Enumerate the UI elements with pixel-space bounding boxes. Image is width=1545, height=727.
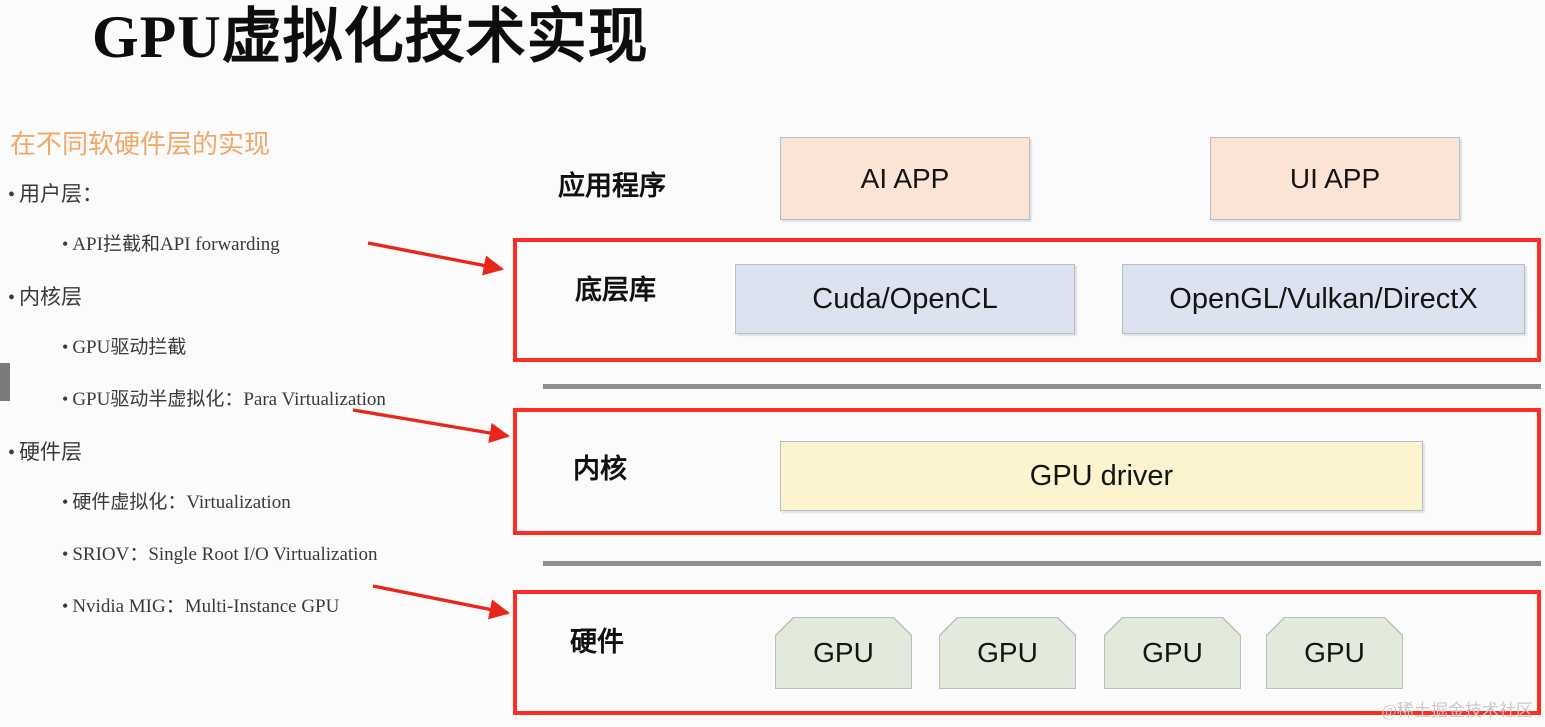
node-gpu-1[interactable]: GPU bbox=[776, 618, 911, 688]
node-gpu-driver[interactable]: GPU driver bbox=[780, 441, 1423, 511]
section-subtitle: 在不同软硬件层的实现 bbox=[10, 130, 271, 159]
row-label-library: 底层库 bbox=[575, 275, 656, 305]
node-gpu-4[interactable]: GPU bbox=[1267, 618, 1402, 688]
list-item: GPU驱动半虚拟化：Para Virtualization bbox=[62, 384, 392, 415]
page-title: GPU虚拟化技术实现 bbox=[92, 4, 649, 70]
node-ai-app[interactable]: AI APP bbox=[780, 137, 1030, 220]
node-ui-app[interactable]: UI APP bbox=[1210, 137, 1460, 220]
list-item: 用户层： bbox=[8, 178, 480, 208]
node-gpu-2[interactable]: GPU bbox=[940, 618, 1075, 688]
row-label-hardware: 硬件 bbox=[570, 627, 624, 657]
arrow-api-to-library-icon bbox=[367, 241, 505, 276]
list-item: 硬件虚拟化：Virtualization bbox=[62, 487, 392, 518]
arrow-driver-to-kernel-icon bbox=[352, 408, 511, 444]
scrollbar-thumb[interactable] bbox=[0, 363, 10, 401]
list-item: API拦截和API forwarding bbox=[62, 229, 392, 260]
layer-divider bbox=[543, 384, 1541, 389]
arrow-sriov-to-hardware-icon bbox=[372, 584, 511, 620]
highlight-region-hardware bbox=[513, 590, 1541, 715]
list-item: Nvidia MIG：Multi-Instance GPU bbox=[62, 591, 392, 622]
node-opengl-vulkan-directx[interactable]: OpenGL/Vulkan/DirectX bbox=[1122, 264, 1525, 334]
list-item: GPU驱动拦截 bbox=[62, 332, 392, 363]
node-gpu-4-frame: GPU bbox=[1266, 617, 1403, 689]
watermark: @稀土掘金技术社区 bbox=[1381, 701, 1533, 720]
highlight-region-kernel bbox=[513, 408, 1541, 535]
row-label-application: 应用程序 bbox=[558, 171, 666, 201]
list-item: SRIOV：Single Root I/O Virtualization bbox=[62, 539, 392, 570]
node-gpu-1-frame: GPU bbox=[775, 617, 912, 689]
outline-list: 用户层： API拦截和API forwarding 内核层 GPU驱动拦截 GP… bbox=[0, 178, 480, 643]
node-gpu-3-frame: GPU bbox=[1104, 617, 1241, 689]
highlight-region-library bbox=[513, 238, 1541, 362]
layer-divider bbox=[543, 561, 1541, 566]
list-item: 内核层 bbox=[8, 281, 480, 311]
row-label-kernel: 内核 bbox=[573, 454, 627, 484]
node-cuda-opencl[interactable]: Cuda/OpenCL bbox=[735, 264, 1075, 334]
node-gpu-2-frame: GPU bbox=[939, 617, 1076, 689]
list-item: 硬件层 bbox=[8, 436, 480, 466]
node-gpu-3[interactable]: GPU bbox=[1105, 618, 1240, 688]
